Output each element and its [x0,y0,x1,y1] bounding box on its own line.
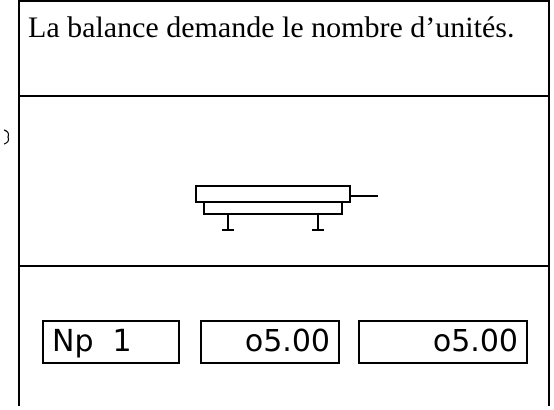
edge-mark-icon [3,129,10,145]
display-row: Np 1 o5.00 o5.00 [20,267,548,408]
scale-illustration-panel [20,97,548,267]
instruction-text: La balance demande le nombre d’unités. [28,11,515,44]
instruction-panel: La balance demande le nombre d’unités. [20,2,548,97]
scale-icon [195,185,378,231]
display-reading-2: o5.00 [358,320,528,364]
display-reading-1: o5.00 [200,320,340,364]
display-units: Np 1 [42,320,180,364]
instruction-frame: La balance demande le nombre d’unités. N… [18,0,550,406]
